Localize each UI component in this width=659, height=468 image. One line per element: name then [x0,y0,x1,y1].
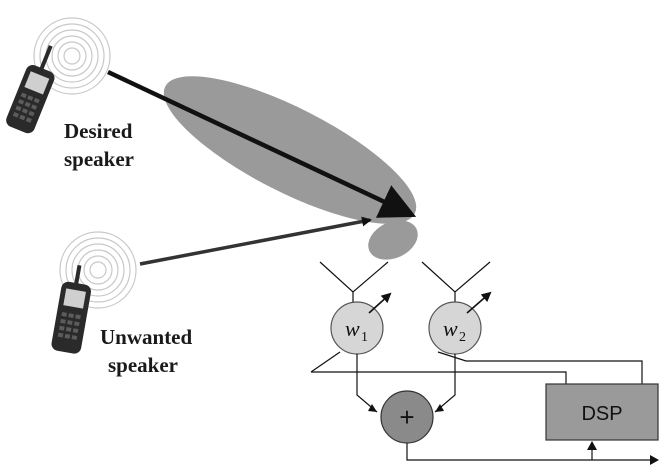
w2-subscript: 2 [459,330,466,345]
w2-letter: w [443,316,458,341]
dsp-input-arrow-icon [587,441,597,450]
desired-sound-waves-icon [33,17,111,95]
unwanted-phone-icon [51,264,91,354]
signal-wiring [310,351,652,461]
adder-input-arrow-1-icon [368,404,377,412]
w1-letter: w [345,316,360,341]
weight-w1: w 1 [330,301,384,355]
dsp-label: DSP [581,403,622,425]
unwanted-sound-waves-icon [59,231,137,309]
unwanted-label-line1: Unwanted [100,325,193,349]
desired-label-line1: Desired [64,119,133,143]
desired-phone-icon [6,45,55,134]
unwanted-label-line2: speaker [108,353,178,377]
side-lobe [368,220,418,260]
main-lobe [163,76,417,224]
desired-signal-arrow [107,69,417,218]
output-arrow-icon [650,455,659,465]
adder-symbol: + [399,402,414,432]
w1-adjust-arrow [368,292,392,314]
unwanted-signal-arrow [139,216,372,266]
adder-input-arrow-2-icon [435,404,444,412]
weight-w2: w 2 [428,301,482,355]
antenna-2-icon [421,261,491,303]
w1-subscript: 1 [361,330,368,345]
dsp-block: DSP [545,383,659,441]
adder: + [380,390,434,444]
desired-label-line2: speaker [64,147,134,171]
antenna-1-icon [319,261,389,303]
w2-adjust-arrow [466,291,492,314]
